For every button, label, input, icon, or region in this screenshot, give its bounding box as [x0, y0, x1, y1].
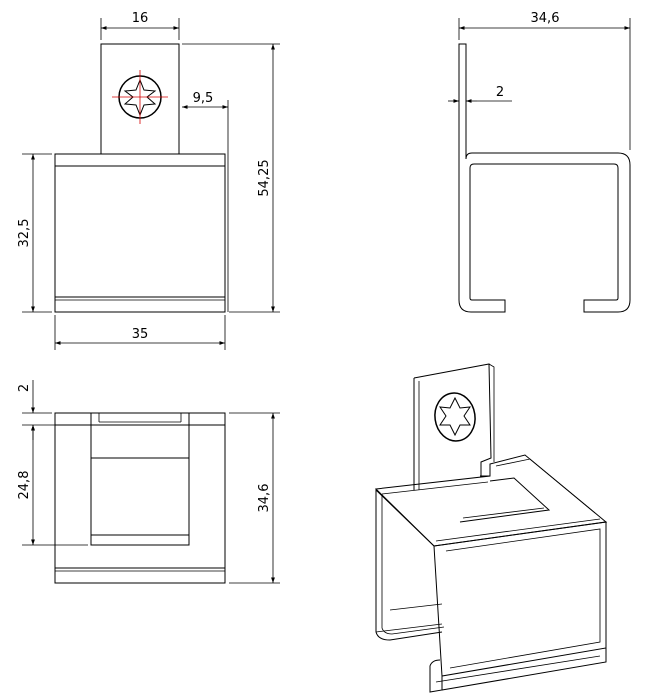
dimension-profile-width: 34,6	[458, 11, 631, 150]
svg-text:35: 35	[132, 327, 149, 342]
svg-text:9,5: 9,5	[193, 91, 214, 106]
isometric-view	[374, 363, 608, 693]
slot-outline	[90, 412, 190, 546]
svg-text:24,8: 24,8	[17, 471, 32, 500]
dimension-hole-offset: 9,5	[182, 91, 229, 312]
svg-text:32,5: 32,5	[17, 219, 32, 248]
svg-text:2: 2	[17, 384, 32, 392]
iso-left-face	[375, 489, 443, 641]
iso-front-face	[433, 521, 607, 677]
dimension-tab-width: 16	[100, 11, 180, 40]
dimension-body-width: 35	[54, 315, 226, 350]
svg-text:54,25: 54,25	[257, 159, 272, 196]
dimension-body-height: 32,5	[17, 153, 52, 313]
screw-hole	[112, 70, 168, 124]
side-view: 34,6 2	[448, 11, 631, 313]
dimension-inner: 24,8	[17, 425, 88, 546]
profile-outline	[458, 43, 631, 313]
dimension-wall-thickness: 2	[448, 85, 512, 103]
bottom-view: 2 24,8 34,6	[17, 380, 280, 584]
front-view: 16 9,5 54,25 32,5 35	[17, 11, 280, 350]
iso-bottom-lip	[429, 659, 443, 693]
body-outline	[54, 153, 226, 313]
iso-top-face	[374, 454, 608, 547]
iso-screw-hole	[434, 392, 476, 442]
iso-tab	[413, 363, 495, 490]
bottom-outline	[54, 412, 226, 584]
dimension-wall: 2	[17, 380, 88, 440]
svg-text:16: 16	[132, 11, 149, 26]
svg-text:34,6: 34,6	[531, 11, 560, 26]
dimension-total-height: 54,25	[182, 43, 280, 313]
svg-text:34,6: 34,6	[257, 484, 272, 513]
svg-text:2: 2	[496, 85, 504, 100]
dimension-outer: 34,6	[229, 412, 280, 584]
